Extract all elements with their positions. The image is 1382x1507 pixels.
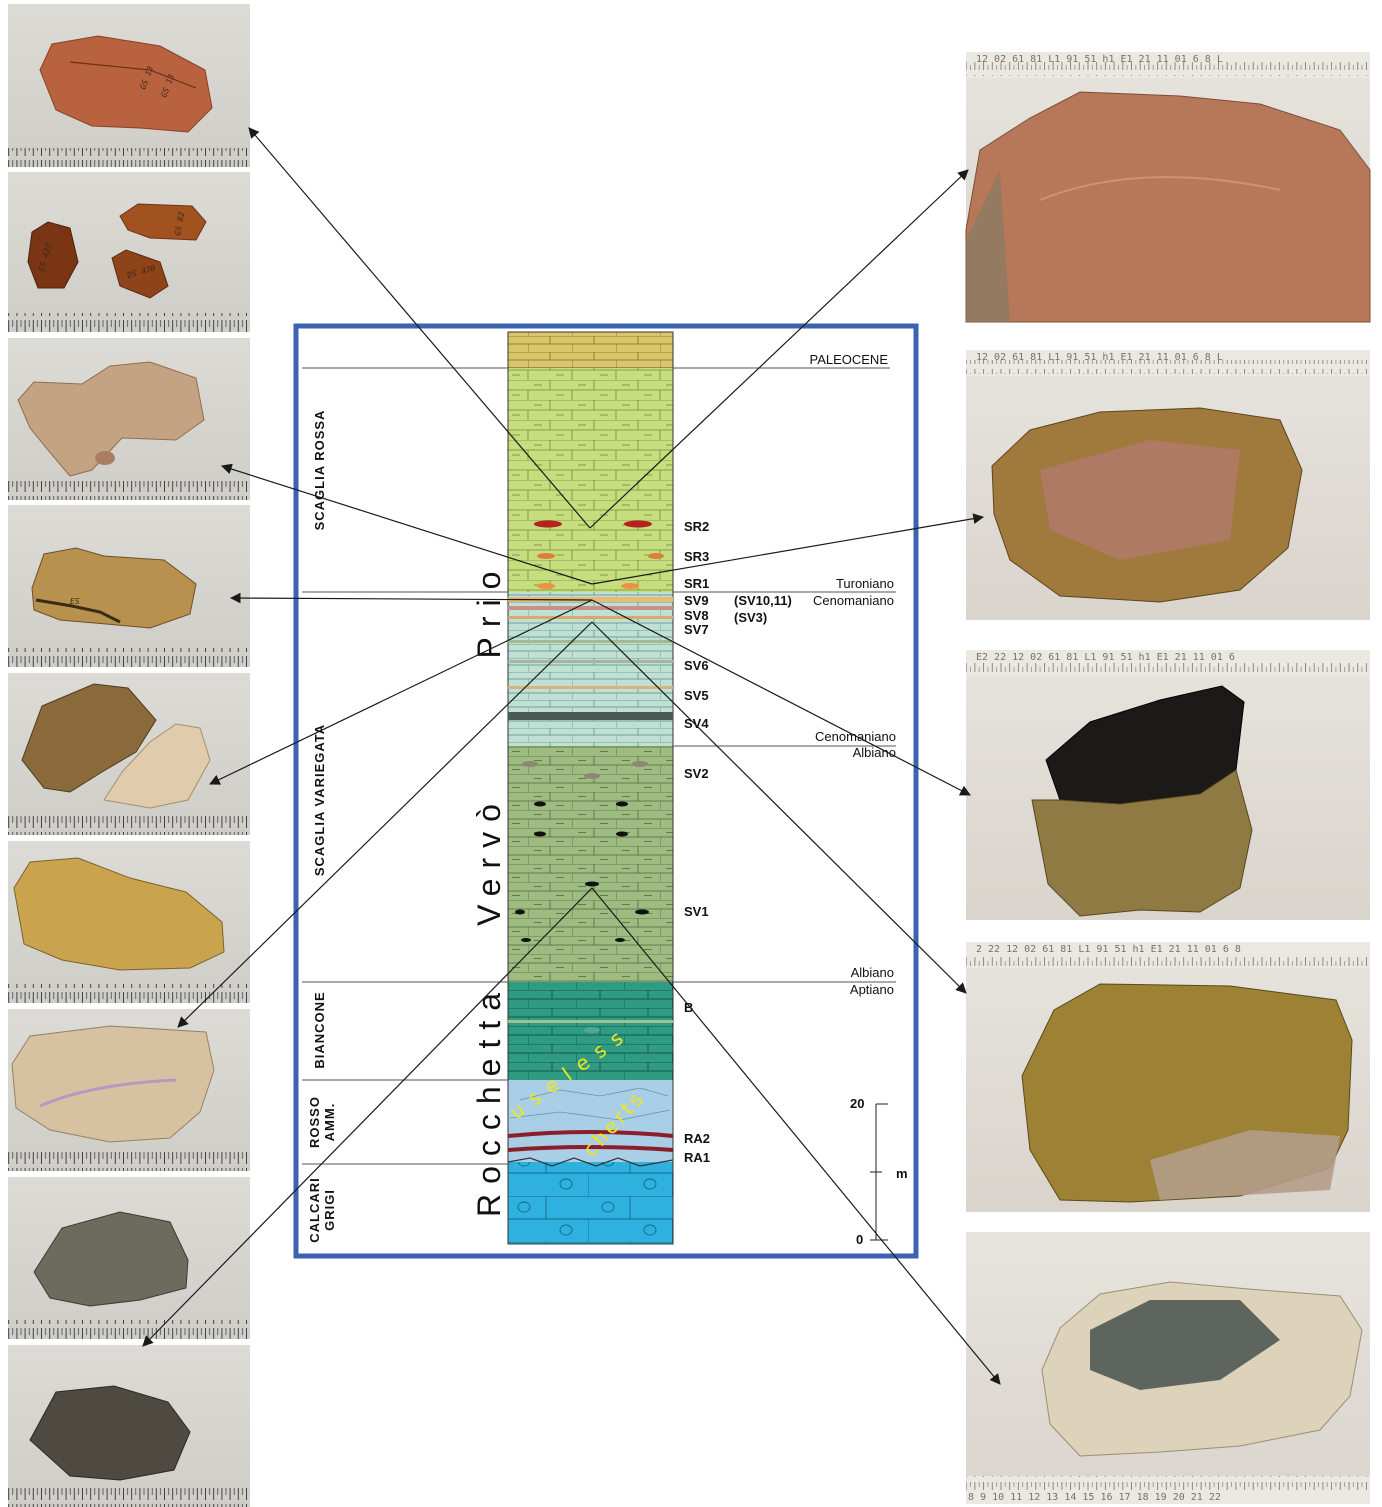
level-sv8: SV8 [684, 608, 709, 623]
label-turoniano: Turoniano [836, 576, 894, 591]
ruler-numbers: 8 9 10 11 12 13 14 15 16 17 18 19 20 21 … [968, 1492, 1221, 1503]
scale-ruler [8, 816, 250, 835]
artifact-photo-4[interactable]: ES [8, 505, 250, 667]
scale-ruler [8, 313, 250, 332]
sample-photo-5[interactable]: 8 9 10 11 12 13 14 15 16 17 18 19 20 21 … [966, 1232, 1370, 1504]
scale-ruler [8, 481, 250, 500]
level-sv7: SV7 [684, 622, 709, 637]
scale-unit-label: m [896, 1166, 908, 1181]
level-sv9-extra: (SV10,11) [734, 593, 792, 608]
artifact-photo-5[interactable] [8, 673, 250, 835]
ruler-numbers: 2 22 12 02 61 81 L1 91 51 h1 E1 21 11 01… [976, 944, 1241, 955]
artifact-photo-1[interactable]: GS 13 GS 13 [8, 4, 250, 167]
artifact-photo-9[interactable] [8, 1345, 250, 1507]
level-ra2: RA2 [684, 1131, 710, 1146]
level-sv5: SV5 [684, 688, 709, 703]
level-sv2: SV2 [684, 766, 709, 781]
ruler-numbers: 12 02 61 81 L1 91 51 h1 E1 21 11 01 6 8 … [976, 54, 1223, 65]
level-sv6: SV6 [684, 658, 709, 673]
artifact-photo-2[interactable]: ES 423 DS 470 GS 82 [8, 172, 250, 332]
artifact-photo-7[interactable] [8, 1009, 250, 1171]
stratigraphic-section: PALEOCENE Turoniano Cenomaniano Cenomani… [296, 326, 916, 1256]
level-sv9: SV9 [684, 593, 709, 608]
scale-top-label: 20 [850, 1096, 864, 1111]
locality-rocchetta: Rocchetta [471, 983, 507, 1217]
sample-photo-1[interactable]: 12 02 61 81 L1 91 51 h1 E1 21 11 01 6 8 … [966, 52, 1370, 322]
locality-vervo: Vervò [471, 794, 507, 926]
scale-bottom-label: 0 [856, 1232, 863, 1247]
formation-calcari-grigi-1: CALCARI [307, 1177, 322, 1243]
artifact-photo-6[interactable] [8, 841, 250, 1003]
sample-1-block [966, 92, 1370, 322]
artifact-4-label: ES [70, 597, 80, 606]
sample-photo-4[interactable]: 2 22 12 02 61 81 L1 91 51 h1 E1 21 11 01… [966, 942, 1370, 1212]
label-albiano-low: Albiano [851, 965, 894, 980]
left-photo-column: GS 13 GS 13 ES 423 DS 470 GS 82 ES [8, 4, 250, 1507]
level-sr3: SR3 [684, 549, 709, 564]
artifact-7-flake [12, 1026, 214, 1142]
formation-scaglia-variegata: SCAGLIA VARIEGATA [312, 724, 327, 876]
label-albiano-mid: Albiano [853, 745, 896, 760]
artifact-photo-8[interactable] [8, 1177, 250, 1339]
ruler-numbers: 12 02 61 81 L1 91 51 h1 E1 21 11 01 6 8 … [976, 352, 1223, 363]
level-sr2: SR2 [684, 519, 709, 534]
scale-ruler [8, 1152, 250, 1171]
scale-ruler [8, 148, 250, 167]
level-sr1: SR1 [684, 576, 709, 591]
right-photo-column: 12 02 61 81 L1 91 51 h1 E1 21 11 01 6 8 … [966, 52, 1370, 1504]
label-aptiano: Aptiano [850, 982, 894, 997]
formation-rosso-amm-1: ROSSO [307, 1096, 322, 1148]
ruler-numbers: E2 22 12 02 61 81 L1 91 51 h1 E1 21 11 0… [976, 652, 1235, 663]
formation-rosso-amm-2: AMM. [322, 1103, 337, 1142]
level-sv8-extra: (SV3) [734, 610, 767, 625]
scale-ruler [8, 984, 250, 1003]
level-sv1: SV1 [684, 904, 709, 919]
scale-ruler [8, 648, 250, 667]
formation-biancone: BIANCONE [312, 991, 327, 1068]
label-cenomaniano-top: Cenomaniano [813, 593, 894, 608]
scale-ruler [8, 1488, 250, 1507]
level-sv4: SV4 [684, 716, 709, 731]
formation-scaglia-rossa: SCAGLIA ROSSA [312, 410, 327, 531]
sample-photo-2[interactable]: 12 02 61 81 L1 91 51 h1 E1 21 11 01 6 8 … [966, 350, 1370, 620]
level-ra1: RA1 [684, 1150, 710, 1165]
formation-calcari-grigi-2: GRIGI [322, 1189, 337, 1231]
artifact-photo-3[interactable] [8, 338, 250, 500]
sample-photo-3[interactable]: E2 22 12 02 61 81 L1 91 51 h1 E1 21 11 0… [966, 650, 1370, 920]
scale-ruler [8, 1320, 250, 1339]
label-paleocene: PALEOCENE [809, 352, 888, 367]
